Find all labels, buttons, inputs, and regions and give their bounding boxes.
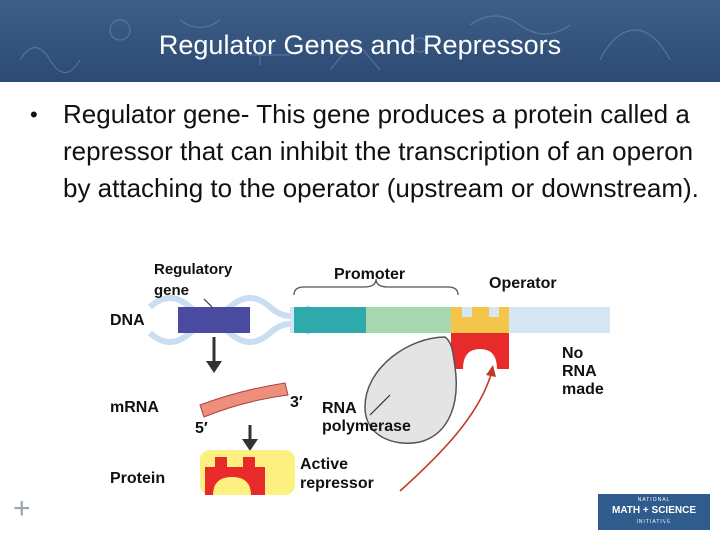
label-operator: Operator	[489, 275, 557, 292]
label-gene: gene	[154, 282, 189, 299]
label-repressor: repressor	[300, 475, 374, 492]
label-three-prime: 3′	[290, 394, 303, 411]
bullet-dot-icon: •	[30, 102, 38, 127]
nmsi-logo: NATIONAL MATH + SCIENCE INITIATIVE	[598, 494, 710, 530]
operator-notch-2	[489, 307, 499, 317]
logo-line-1: NATIONAL	[637, 497, 671, 503]
repressor-binding-arrow	[399, 370, 493, 492]
mrna-strand	[199, 382, 289, 418]
label-regulatory: Regulatory	[154, 261, 233, 278]
label-made: made	[562, 381, 604, 398]
label-promoter: Promoter	[334, 266, 405, 283]
rna-polymerase-pointer	[369, 394, 391, 416]
protein-repressor	[205, 457, 265, 495]
repressor-binding-arrowhead	[486, 365, 496, 377]
label-active: Active	[300, 456, 348, 473]
operon-diagram: Regulatory gene Promoter Operator DNA mR…	[110, 261, 610, 495]
bound-repressor	[451, 333, 509, 369]
title-bar: Regulator Genes and Repressors	[0, 0, 720, 82]
promoter-brace	[293, 278, 459, 296]
label-protein: Protein	[110, 470, 165, 487]
regulatory-gene-pointer	[203, 298, 213, 308]
label-mrna: mRNA	[110, 399, 159, 416]
arrow-gene-to-mrna	[206, 337, 222, 373]
arrow-mrna-to-protein	[242, 425, 258, 451]
logo-line-3: INITIATIVE	[636, 519, 672, 525]
label-no-rna: RNA	[562, 363, 597, 380]
logo-line-2: MATH + SCIENCE	[612, 505, 696, 516]
slide-title: Regulator Genes and Repressors	[158, 30, 562, 60]
promoter-block-right	[366, 307, 451, 333]
bullet-text: Regulator gene- This gene produces a pro…	[63, 99, 699, 203]
regulatory-gene-block	[178, 307, 250, 333]
label-five-prime: 5′	[195, 420, 208, 437]
page-number: 6	[664, 514, 671, 526]
header-formula-watermark	[19, 15, 671, 74]
label-rna: RNA	[322, 400, 357, 417]
operator-block	[451, 307, 509, 333]
operator-notch-1	[462, 307, 472, 317]
label-no: No	[562, 345, 584, 362]
promoter-block-left	[294, 307, 366, 333]
plus-icon: +	[13, 492, 31, 525]
rna-polymerase-shape	[364, 336, 457, 444]
label-polymerase: polymerase	[322, 418, 411, 435]
label-dna: DNA	[110, 312, 145, 329]
